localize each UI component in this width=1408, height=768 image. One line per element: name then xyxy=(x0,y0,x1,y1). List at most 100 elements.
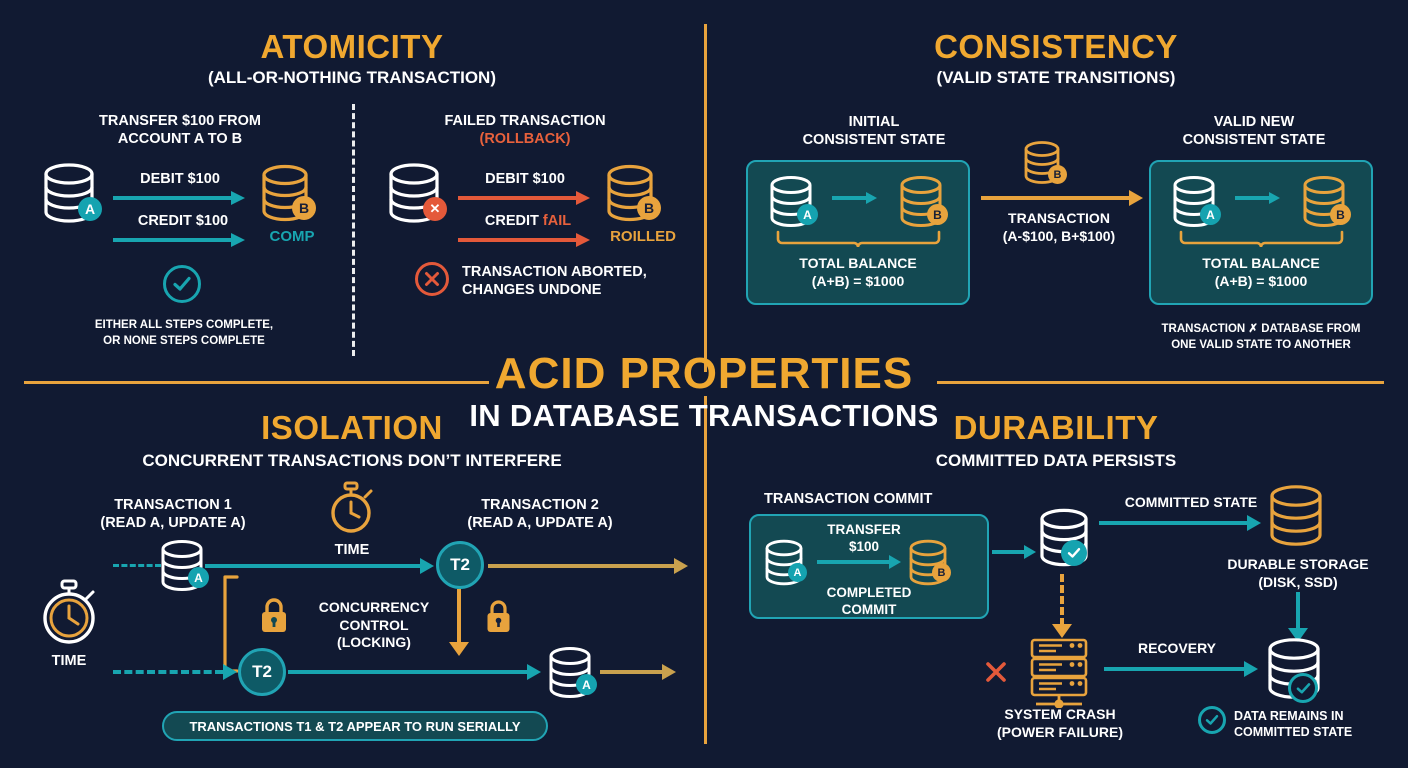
atomicity-title: ATOMICITY xyxy=(260,28,444,65)
isolation-bottom-dashed-line xyxy=(113,670,223,674)
atomicity-left-arrow2-label: CREDIT $100 xyxy=(137,213,229,229)
consistency-right-balance-line1: TOTAL BALANCE xyxy=(1202,255,1320,271)
consistency-left-balance-line1: TOTAL BALANCE xyxy=(799,255,917,271)
atomicity-db-b-badge: B xyxy=(292,196,316,220)
atomicity-left-arrow2 xyxy=(231,233,245,247)
atomicity-left-arrow1-label: DEBIT $100 xyxy=(140,171,220,187)
durability-storage-line1: DURABLE STORAGE xyxy=(1227,556,1369,572)
durability-transfer-label: TRANSFER $100 xyxy=(809,522,919,556)
isolation-down-arrow xyxy=(449,642,469,656)
durability-db-a-badge: A xyxy=(788,563,807,582)
durability-panel-arrow xyxy=(889,555,901,569)
divider-vertical-top xyxy=(704,24,707,372)
consistency-right-inner-arrow xyxy=(1269,192,1280,204)
durability-footer: DATA REMAINS IN COMMITTED STATE xyxy=(1234,708,1404,741)
master-title-line2: IN DATABASE TRANSACTIONS xyxy=(469,398,939,433)
isolation-lock-icon-2 xyxy=(484,598,514,639)
consistency-footer-line1: TRANSACTION ✗ DATABASE FROM xyxy=(1161,323,1361,335)
atomicity-left-heading-line1: TRANSFER $100 FROM xyxy=(99,113,261,129)
consistency-left-heading-line1: INITIAL xyxy=(848,114,900,130)
consistency-right-brace xyxy=(1179,230,1344,255)
consistency-middle-label-line2: (A-$100, B+$100) xyxy=(1002,227,1116,244)
durability-footer-line2: COMMITTED STATE xyxy=(1234,725,1353,740)
consistency-middle-label-line1: TRANSACTION xyxy=(1008,210,1110,226)
atomicity-center-dashed-divider xyxy=(352,104,355,356)
divider-vertical-bottom xyxy=(704,396,707,744)
atomicity-right-footer-line2: CHANGES UNDONE xyxy=(462,282,602,299)
divider-horizontal-left xyxy=(24,381,489,384)
atomicity-subtitle: (ALL-OR-NOTHING TRANSACTION) xyxy=(207,68,496,87)
consistency-footer: TRANSACTION ✗ DATABASE FROM ONE VALID ST… xyxy=(1124,322,1398,353)
durability-crash-line2: (POWER FAILURE) xyxy=(997,723,1123,740)
durability-to-committed-arrow xyxy=(1024,545,1036,559)
consistency-right-heading-line1: VALID NEW xyxy=(1213,114,1295,130)
isolation-concurrency-label: CONCURRENCY CONTROL (LOCKING) xyxy=(288,599,460,652)
isolation-lock-icon-1 xyxy=(258,596,290,639)
isolation-top-arrow xyxy=(420,558,434,574)
durability-crash-x-icon xyxy=(984,660,1008,689)
isolation-subtitle: CONCURRENT TRANSACTIONS DON’T INTERFERE xyxy=(142,451,562,470)
isolation-stopwatch-label: TIME xyxy=(334,542,370,558)
consistency-right-heading-line2: CONSISTENT STATE xyxy=(1182,132,1326,149)
atomicity-right-arrow2 xyxy=(576,233,590,247)
consistency-left-brace xyxy=(776,230,941,255)
durability-commit-heading: TRANSACTION COMMIT xyxy=(764,491,933,507)
isolation-t2-heading-line1: TRANSACTION 2 xyxy=(481,497,599,513)
isolation-concurrency-line2: CONTROL xyxy=(339,616,409,633)
isolation-top-stub-line xyxy=(113,564,161,567)
isolation-clock-icon xyxy=(38,579,100,650)
consistency-left-heading-line2: CONSISTENT STATE xyxy=(802,132,946,149)
atomicity-right-arrow2-label-fail: fAIL xyxy=(542,213,572,229)
consistency-new-state-panel xyxy=(1149,160,1373,305)
consistency-left-badge-b: B xyxy=(927,204,948,225)
atomicity-x-circle-icon xyxy=(415,262,449,296)
isolation-t1-heading-line1: TRANSACTION 1 xyxy=(114,497,232,513)
atomicity-failed-db-badge: ✕ xyxy=(423,197,447,221)
durability-crash-line1: SYSTEM CRASH xyxy=(1004,706,1116,722)
isolation-t1-heading: TRANSACTION 1 (READ A, UPDATE A) xyxy=(58,496,288,532)
consistency-title: CONSISTENCY xyxy=(934,28,1178,65)
consistency-left-badge-a: A xyxy=(797,204,818,225)
isolation-stopwatch-icon xyxy=(324,481,378,540)
atomicity-right-arrow1 xyxy=(576,191,590,205)
consistency-right-balance-line2: (A+B) = $1000 xyxy=(1214,272,1308,289)
consistency-right-balance: TOTAL BALANCE (A+B) = $1000 xyxy=(1149,255,1373,290)
durability-transfer-line2: $100 xyxy=(848,538,880,554)
consistency-right-badge-a: A xyxy=(1200,204,1221,225)
durability-server-rack-icon xyxy=(1020,638,1098,713)
durability-storage-line2: (DISK, SSD) xyxy=(1258,573,1338,590)
isolation-t2-heading-line2: (READ A, UPDATE A) xyxy=(467,515,613,532)
atomicity-left-footer-line2: OR NONE STEPS COMPLETE xyxy=(103,334,265,347)
isolation-node-bottom: T2 xyxy=(238,648,286,696)
durability-transfer-line1: TRANSFER xyxy=(827,522,901,537)
consistency-left-balance-line2: (A+B) = $1000 xyxy=(811,272,905,289)
master-title-line1: ACID PROPERTIES xyxy=(494,349,914,398)
durability-footer-check-icon xyxy=(1198,706,1226,734)
atomicity-rolled-db-badge: B xyxy=(637,196,661,220)
atomicity-right-arrow2-label-prefix: CREDIT xyxy=(484,213,543,229)
isolation-top-db-badge: A xyxy=(188,567,209,588)
quadrant-atomicity: ATOMICITY (ALL-OR-NOTHING TRANSACTION) T… xyxy=(0,0,704,381)
isolation-bottom-tail-arrow xyxy=(662,664,676,680)
isolation-footer-pill: TRANSACTIONS T1 & T2 APPEAR TO RUN SERIA… xyxy=(162,711,548,741)
quadrant-durability: DURABILITY COMMITTED DATA PERSISTS TRANS… xyxy=(704,384,1408,768)
divider-horizontal-right xyxy=(937,381,1384,384)
isolation-bottom-db-badge: A xyxy=(576,674,597,695)
durability-completed-line2: COMMIT xyxy=(841,601,897,617)
isolation-concurrency-line3: (LOCKING) xyxy=(337,634,411,650)
consistency-middle-badge: B xyxy=(1048,165,1067,184)
quadrant-consistency: CONSISTENCY (VALID STATE TRANSITIONS) IN… xyxy=(704,0,1408,381)
consistency-right-badge-b: B xyxy=(1330,204,1351,225)
atomicity-right-heading-line1: FAILED TRANSACTION xyxy=(444,113,606,129)
consistency-middle-label: TRANSACTION (A-$100, B+$100) xyxy=(974,210,1144,245)
consistency-subtitle: (VALID STATE TRANSITIONS) xyxy=(936,68,1176,87)
consistency-left-inner-arrow xyxy=(866,192,877,204)
consistency-left-balance: TOTAL BALANCE (A+B) = $1000 xyxy=(746,255,970,290)
isolation-bottom-arrow xyxy=(527,664,541,680)
durability-subtitle: COMMITTED DATA PERSISTS xyxy=(935,451,1177,470)
durability-completed-line1: COMPLETED xyxy=(826,585,912,600)
isolation-top-tail-arrow xyxy=(674,558,688,574)
durability-footer-line1: DATA REMAINS IN xyxy=(1234,709,1344,723)
consistency-right-heading: VALID NEW CONSISTENT STATE xyxy=(1114,113,1394,149)
quadrant-isolation: ISOLATION CONCURRENT TRANSACTIONS DON’T … xyxy=(0,384,704,768)
